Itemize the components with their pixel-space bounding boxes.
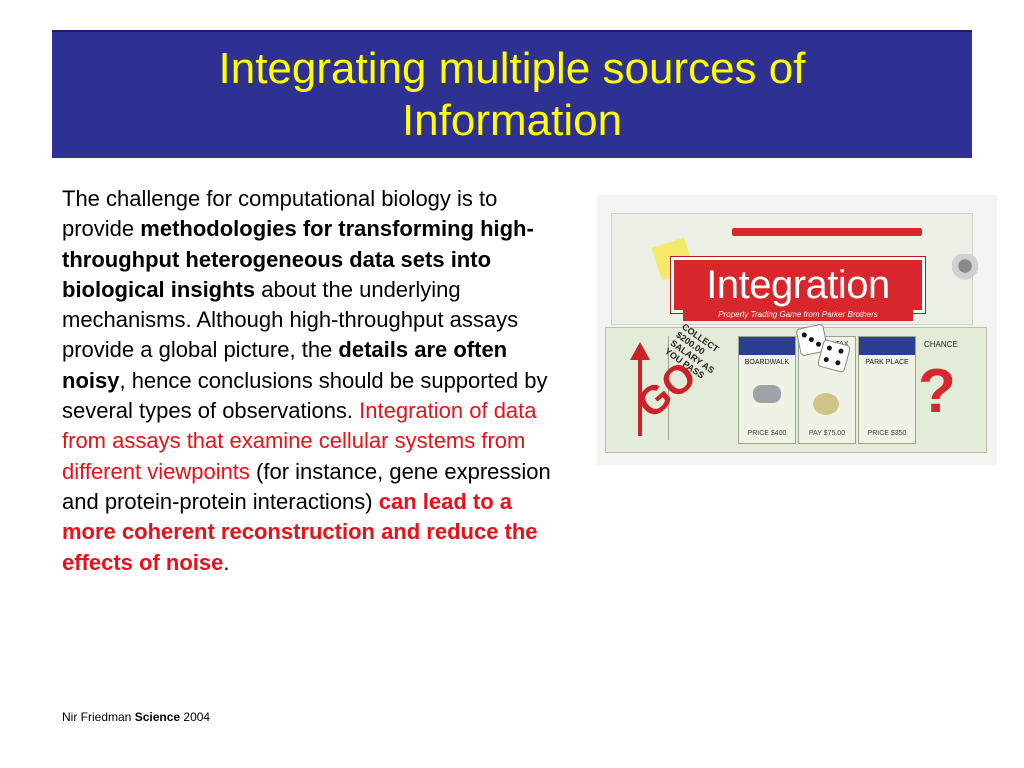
body-bold-noisy: details are often noisy bbox=[62, 337, 508, 393]
box-board-side: GO COLLECT $200.00 SALARY AS YOU PASS BO… bbox=[605, 322, 987, 453]
game-logo-text: Integration bbox=[706, 263, 890, 307]
question-mark-icon: ? bbox=[918, 357, 956, 426]
go-space bbox=[616, 336, 669, 440]
ring-icon bbox=[813, 393, 839, 415]
body-red-coherent: can lead to a more coherent reconstructi… bbox=[62, 488, 538, 575]
park-place-card: PARK PLACE PRICE $350 bbox=[858, 336, 916, 444]
game-subtitle: Property Trading Game from Parker Brothe… bbox=[683, 309, 913, 321]
arrow-shaft bbox=[638, 356, 642, 436]
luxury-price: PAY $75.00 bbox=[808, 430, 846, 437]
slide-title: Integrating multiple sources of Informat… bbox=[219, 43, 806, 147]
body-red-integration: Integration of data from assays that exa… bbox=[62, 398, 537, 484]
boardwalk-color-band bbox=[739, 337, 795, 355]
game-logo-banner: Integration bbox=[671, 257, 925, 313]
slide-title-line1: Integrating multiple sources of bbox=[218, 44, 806, 93]
integration-board-game-image: Integration Property Trading Game from P… bbox=[597, 195, 997, 465]
body-text-1: The challenge for computational biology … bbox=[62, 186, 498, 242]
boardwalk-label: BOARDWALK bbox=[744, 359, 790, 366]
park-place-color-band bbox=[859, 337, 915, 355]
citation-year: 2004 bbox=[180, 710, 211, 724]
boardwalk-price: PRICE $400 bbox=[747, 430, 787, 437]
token-icon bbox=[753, 385, 781, 403]
body-text-3: , hence conclusions should be supported … bbox=[62, 367, 548, 424]
mascot-icon bbox=[952, 254, 978, 284]
lid-red-strip bbox=[732, 228, 922, 236]
citation: Nir Friedman Science 2004 bbox=[62, 710, 210, 724]
boardwalk-card: BOARDWALK PRICE $400 bbox=[738, 336, 796, 444]
slide-title-bar: Integrating multiple sources of Informat… bbox=[52, 30, 972, 158]
body-bold-methodologies: methodologies for transforming high-thro… bbox=[62, 216, 534, 302]
park-place-price: PRICE $350 bbox=[867, 430, 907, 437]
chance-label: CHANCE bbox=[924, 340, 958, 349]
body-text-2: about the underlying mechanisms. Althoug… bbox=[62, 276, 519, 363]
citation-author: Nir Friedman bbox=[62, 710, 135, 724]
park-place-label: PARK PLACE bbox=[865, 359, 909, 366]
citation-journal: Science bbox=[134, 710, 181, 724]
body-paragraph: The challenge for computational biology … bbox=[62, 184, 567, 578]
slide-title-line2: Information bbox=[401, 96, 623, 145]
body-text-4: (for instance, gene expression and prote… bbox=[62, 458, 551, 514]
body-text-5: . bbox=[223, 549, 230, 575]
arrow-up-icon bbox=[630, 342, 650, 360]
